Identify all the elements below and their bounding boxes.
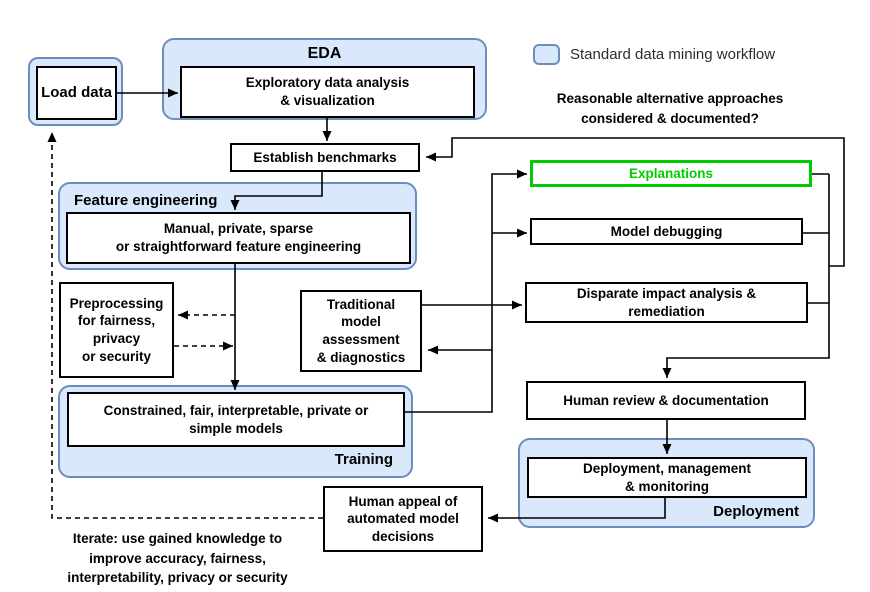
- eda-container-label: EDA: [307, 45, 342, 62]
- node-disparate-impact: Disparate impact analysis & remediation: [525, 282, 808, 323]
- node-explanations: Explanations: [530, 160, 812, 187]
- deployment-label: Deployment: [713, 503, 799, 520]
- feature-engineering-label: Feature engineering: [74, 192, 218, 209]
- connector-models-to-explanations: [405, 169, 527, 413]
- node-constrained-models: Constrained, fair, interpretable, privat…: [67, 392, 405, 447]
- node-establish-benchmarks: Establish benchmarks: [230, 143, 420, 172]
- node-human-review: Human review & documentation: [526, 381, 806, 420]
- node-eda-analysis: Exploratory data analysis & visualizatio…: [180, 66, 475, 118]
- legend-text: Standard data mining workflow: [570, 46, 776, 63]
- connector-to-human-review: [662, 174, 830, 378]
- node-feature-engineering: Manual, private, sparse or straightforwa…: [66, 212, 411, 264]
- node-preprocessing: Preprocessing for fairness, privacy or s…: [59, 282, 174, 378]
- node-model-debugging: Model debugging: [530, 218, 803, 245]
- iterate-note: Iterate: use gained knowledge to improve…: [67, 531, 288, 586]
- node-human-appeal: Human appeal of automated model decision…: [323, 486, 483, 552]
- training-label: Training: [334, 451, 393, 468]
- connector-loop-to-benchmarks: [426, 137, 845, 267]
- node-deployment-monitoring: Deployment, management & monitoring: [527, 457, 807, 498]
- node-traditional-assessment: Traditional model assessment & diagnosti…: [300, 290, 422, 372]
- node-load-data: Load data: [36, 66, 117, 120]
- legend-swatch: [533, 44, 560, 65]
- question-note: Reasonable alternative approaches consid…: [556, 91, 784, 126]
